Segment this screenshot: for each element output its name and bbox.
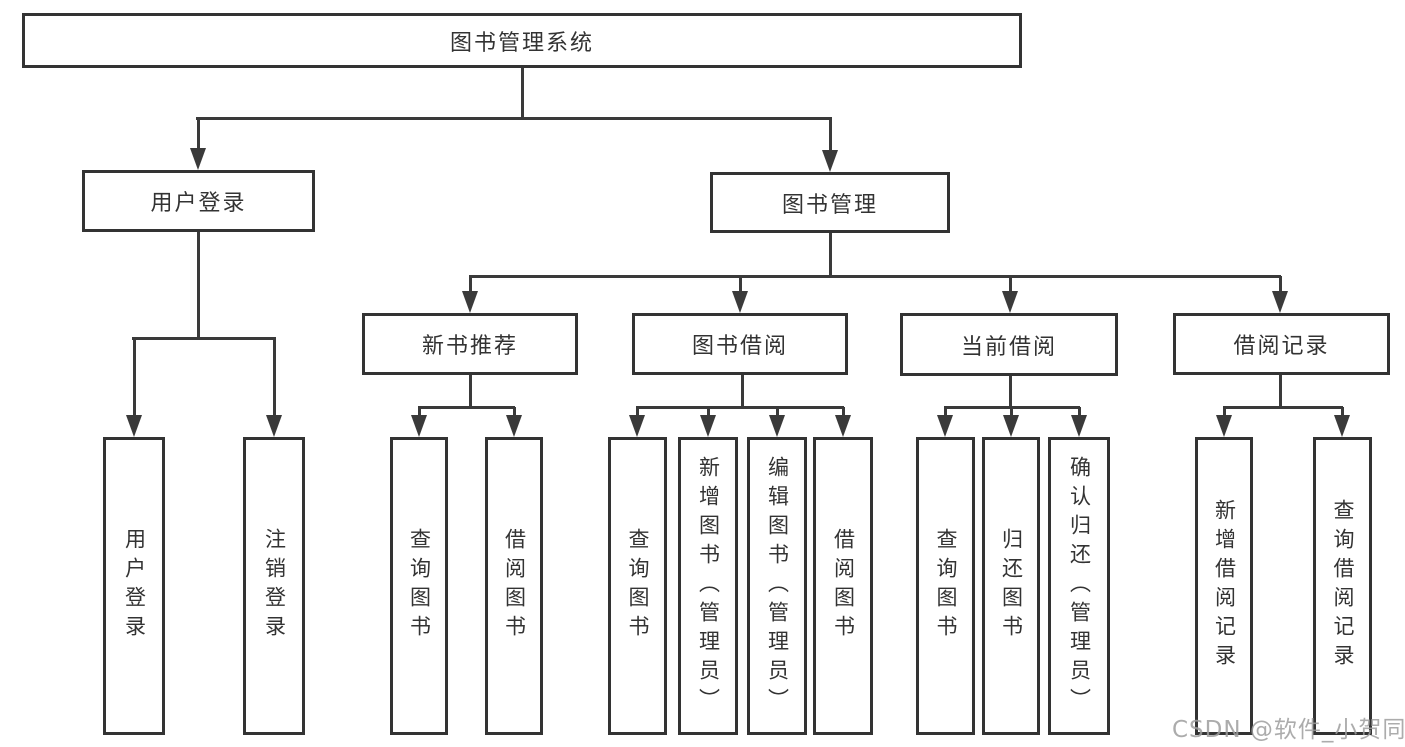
arrowhead-down-icon — [1272, 291, 1288, 313]
node-library-system-root: 图书管理系统 — [22, 13, 1022, 68]
connector-line — [273, 338, 276, 415]
leaf-borrow-books-newbook: 借阅图书 — [485, 437, 543, 735]
connector-line — [829, 233, 832, 276]
arrowhead-down-icon — [126, 415, 142, 437]
arrowhead-down-icon — [1003, 415, 1019, 437]
leaf-add-borrow-record: 新增借阅记录 — [1195, 437, 1253, 735]
connector-line — [1279, 375, 1282, 407]
arrowhead-down-icon — [190, 148, 206, 170]
connector-line — [469, 275, 1281, 278]
node-borrow-records: 借阅记录 — [1173, 313, 1390, 375]
connector-line — [741, 375, 744, 407]
leaf-user-login: 用户登录 — [103, 437, 165, 735]
arrowhead-down-icon — [1334, 415, 1350, 437]
connector-line — [197, 232, 200, 338]
connector-line — [1010, 407, 1013, 415]
connector-line — [636, 407, 639, 415]
connector-line — [842, 407, 845, 415]
leaf-borrow-books-borrow: 借阅图书 — [813, 437, 873, 735]
arrowhead-down-icon — [835, 415, 851, 437]
arrowhead-down-icon — [506, 415, 522, 437]
leaf-query-borrow-record: 查询借阅记录 — [1313, 437, 1372, 735]
leaf-confirm-return-admin: 确认归还（管理员） — [1048, 437, 1110, 735]
connector-line — [944, 407, 947, 415]
connector-line — [1078, 407, 1081, 415]
connector-line — [1223, 407, 1226, 415]
arrowhead-down-icon — [411, 415, 427, 437]
node-new-book-recommend: 新书推荐 — [362, 313, 578, 375]
connector-line — [469, 375, 472, 407]
node-book-management: 图书管理 — [710, 172, 950, 233]
arrowhead-down-icon — [769, 415, 785, 437]
arrowhead-down-icon — [629, 415, 645, 437]
connector-line — [469, 276, 472, 291]
connector-line — [418, 406, 515, 409]
arrowhead-down-icon — [1216, 415, 1232, 437]
arrowhead-down-icon — [732, 291, 748, 313]
node-book-borrow: 图书借阅 — [632, 313, 848, 375]
leaf-add-books-admin: 新增图书（管理员） — [678, 437, 738, 735]
arrowhead-down-icon — [822, 150, 838, 172]
arrowhead-down-icon — [1002, 291, 1018, 313]
connector-line — [196, 117, 832, 120]
connector-line — [1279, 276, 1282, 291]
connector-line — [513, 407, 516, 415]
arrowhead-down-icon — [700, 415, 716, 437]
leaf-return-books: 归还图书 — [982, 437, 1040, 735]
connector-line — [944, 406, 1080, 409]
connector-line — [636, 406, 844, 409]
leaf-query-books-current: 查询图书 — [916, 437, 975, 735]
connector-line — [1341, 407, 1344, 415]
arrowhead-down-icon — [462, 291, 478, 313]
connector-line — [521, 68, 524, 118]
connector-line — [132, 337, 276, 340]
arrowhead-down-icon — [937, 415, 953, 437]
node-current-borrow: 当前借阅 — [900, 313, 1118, 376]
csdn-watermark: CSDN @软件_小贺同学 — [1172, 717, 1405, 743]
connector-line — [197, 118, 200, 150]
leaf-query-books-borrow: 查询图书 — [608, 437, 667, 735]
connector-line — [1223, 406, 1343, 409]
connector-line — [739, 276, 742, 291]
connector-line — [133, 338, 136, 415]
connector-line — [1009, 276, 1012, 291]
connector-line — [418, 407, 421, 415]
connector-line — [829, 118, 832, 152]
connector-line — [776, 407, 779, 415]
leaf-query-books-newbook: 查询图书 — [390, 437, 448, 735]
leaf-logout: 注销登录 — [243, 437, 305, 735]
arrowhead-down-icon — [266, 415, 282, 437]
connector-line — [707, 407, 710, 415]
node-user-login: 用户登录 — [82, 170, 315, 232]
connector-line — [1009, 376, 1012, 407]
arrowhead-down-icon — [1071, 415, 1087, 437]
leaf-edit-books-admin: 编辑图书（管理员） — [747, 437, 807, 735]
